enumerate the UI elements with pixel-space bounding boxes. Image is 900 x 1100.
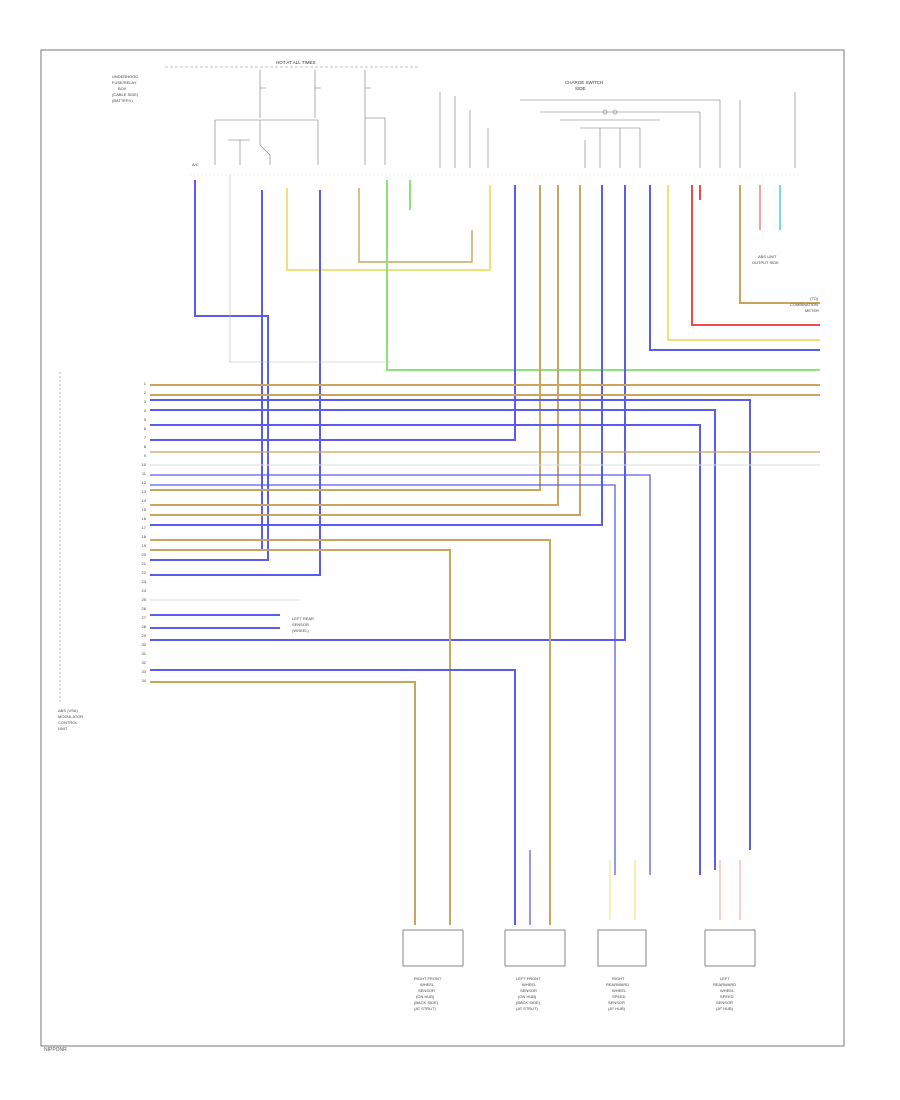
module-pin-25: 25	[142, 597, 147, 602]
sensor-right-rear: RIGHT REARWARD WHEEL SPEED SENSOR (AT HU…	[597, 929, 647, 1011]
svg-text:REARWARD: REARWARD	[606, 982, 629, 987]
module-pin-15: 15	[142, 507, 147, 512]
module-pin-6: 6	[144, 426, 147, 431]
footer-code: NIPPONR	[44, 1047, 67, 1053]
svg-text:MODULATOR: MODULATOR	[58, 714, 83, 719]
sensor-right-front: RIGHT FRONT WHEEL SENSOR (ON HUB) (BACK …	[402, 929, 464, 1011]
svg-text:SENSOR: SENSOR	[520, 988, 537, 993]
module-pin-26: 26	[142, 606, 147, 611]
module-pin-8: 8	[144, 444, 147, 449]
module-pin-12: 12	[142, 480, 147, 485]
fuse-relay-symbols	[214, 70, 796, 168]
svg-text:UNDERHOOD: UNDERHOOD	[112, 74, 138, 79]
module-pin-24: 24	[142, 588, 147, 593]
svg-text:CONTROL: CONTROL	[58, 720, 78, 725]
module-pin-5: 5	[144, 417, 147, 422]
svg-text:RIGHT FRONT: RIGHT FRONT	[414, 976, 442, 981]
module-pin-13: 13	[142, 489, 147, 494]
unit-label: ABS UNIT OUTPUT SIDE	[752, 254, 779, 265]
svg-text:(AT HUB): (AT HUB)	[716, 1006, 734, 1011]
module-pins: 1234567891011121314151617181920212223242…	[142, 381, 147, 683]
svg-text:WHEEL: WHEEL	[612, 988, 627, 993]
svg-text:(CABLE SIDE): (CABLE SIDE)	[112, 92, 139, 97]
svg-text:COMBINATION: COMBINATION	[790, 302, 818, 307]
svg-text:ABS (VSA): ABS (VSA)	[58, 708, 78, 713]
module-pin-34: 34	[142, 678, 147, 683]
svg-text:WHEEL: WHEEL	[420, 982, 435, 987]
power-title: CHARGE SWITCH SIDE	[565, 80, 603, 91]
svg-text:SENSOR: SENSOR	[716, 1000, 733, 1005]
svg-text:OUTPUT SIDE: OUTPUT SIDE	[752, 260, 779, 265]
svg-text:RIGHT: RIGHT	[612, 976, 625, 981]
lower-note: LEFT REAR SENSOR (WHEEL)	[292, 616, 314, 633]
module-pin-23: 23	[142, 579, 147, 584]
module-pin-22: 22	[142, 570, 147, 575]
module-pin-11: 11	[142, 471, 147, 476]
svg-text:ABS UNIT: ABS UNIT	[758, 254, 777, 259]
svg-text:(ON HUB): (ON HUB)	[518, 994, 537, 999]
svg-text:SPEED: SPEED	[720, 994, 734, 999]
svg-text:(TO): (TO)	[810, 296, 819, 301]
svg-text:FUSE/RELAY: FUSE/RELAY	[112, 80, 137, 85]
module-pin-3: 3	[144, 399, 147, 404]
svg-text:(AT STRUT): (AT STRUT)	[414, 1006, 437, 1011]
top-left-label: UNDERHOOD FUSE/RELAY BOX (CABLE SIDE) (B…	[112, 74, 139, 103]
module-pin-32: 32	[142, 660, 147, 665]
thin-lines	[150, 175, 390, 601]
module-pin-16: 16	[142, 516, 147, 521]
svg-text:LEFT REAR: LEFT REAR	[292, 616, 314, 621]
svg-text:LEFT: LEFT	[720, 976, 730, 981]
svg-text:CHARGE SWITCH: CHARGE SWITCH	[565, 80, 603, 85]
svg-text:WHEEL: WHEEL	[720, 988, 735, 993]
svg-text:BOX: BOX	[118, 86, 127, 91]
svg-text:SENSOR: SENSOR	[418, 988, 435, 993]
svg-text:SPEED: SPEED	[612, 994, 626, 999]
module-pin-2: 2	[144, 390, 147, 395]
svg-text:REARWARD: REARWARD	[713, 982, 736, 987]
module-pin-28: 28	[142, 624, 147, 629]
svg-text:SIDE: SIDE	[575, 86, 586, 91]
module-pin-17: 17	[142, 525, 147, 530]
svg-text:LEFT FRONT: LEFT FRONT	[516, 976, 541, 981]
module-pin-29: 29	[142, 633, 147, 638]
module-pin-9: 9	[144, 453, 147, 458]
svg-text:(AT STRUT): (AT STRUT)	[516, 1006, 539, 1011]
svg-text:UNIT: UNIT	[58, 726, 68, 731]
svg-text:METER: METER	[805, 308, 819, 313]
sensor-left-rear: LEFT REARWARD WHEEL SPEED SENSOR (AT HUB…	[704, 929, 756, 1011]
module-pin-21: 21	[142, 561, 147, 566]
fuse-box-title: HOT AT ALL TIMES	[276, 60, 316, 65]
module-pin-19: 19	[142, 543, 147, 548]
module-pin-30: 30	[142, 642, 147, 647]
module-pin-27: 27	[142, 615, 147, 620]
svg-text:SENSOR: SENSOR	[608, 1000, 625, 1005]
module-pin-10: 10	[142, 462, 147, 467]
svg-text:(BACK SIDE): (BACK SIDE)	[516, 1000, 541, 1005]
module-label: ABS (VSA) MODULATOR CONTROL UNIT	[58, 708, 83, 731]
svg-text:(BATTERY): (BATTERY)	[112, 98, 133, 103]
wires	[150, 180, 820, 925]
svg-text:WHEEL: WHEEL	[522, 982, 537, 987]
module-pin-31: 31	[142, 651, 147, 656]
svg-text:(ON HUB): (ON HUB)	[416, 994, 435, 999]
module-pin-33: 33	[142, 669, 147, 674]
module-pin-4: 4	[144, 408, 147, 413]
svg-text:(BACK SIDE): (BACK SIDE)	[414, 1000, 439, 1005]
module-pin-20: 20	[142, 552, 147, 557]
diagram-frame	[40, 49, 845, 1047]
svg-text:SENSOR: SENSOR	[292, 622, 309, 627]
module-pin-7: 7	[144, 435, 147, 440]
svg-text:(WHEEL): (WHEEL)	[292, 628, 310, 633]
sensor-left-front: LEFT FRONT WHEEL SENSOR (ON HUB) (BACK S…	[504, 929, 566, 1011]
svg-text:(AT HUB): (AT HUB)	[608, 1006, 626, 1011]
right-side-label: (TO) COMBINATION METER	[790, 296, 819, 313]
connector-left-title: A/C	[192, 162, 199, 167]
module-pin-1: 1	[144, 381, 147, 386]
module-pin-18: 18	[142, 534, 147, 539]
module-pin-14: 14	[142, 498, 147, 503]
